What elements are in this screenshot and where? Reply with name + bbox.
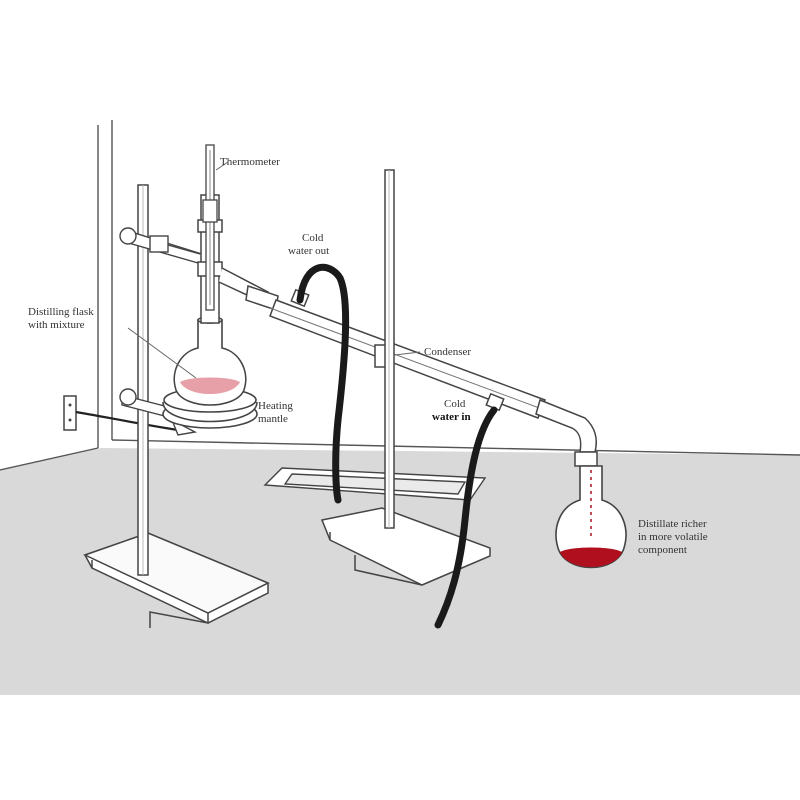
label-thermometer: Thermometer bbox=[220, 156, 280, 168]
receiver-adapter bbox=[535, 398, 598, 467]
thermometer bbox=[202, 144, 218, 311]
floor-trough bbox=[263, 467, 487, 501]
tubing-water-out bbox=[296, 263, 350, 504]
label-condenser: Condenser bbox=[424, 346, 472, 358]
distilling-flask bbox=[173, 316, 247, 406]
label-heating-mantle: Heating mantle bbox=[258, 400, 293, 425]
power-cord bbox=[75, 410, 179, 432]
condenser bbox=[269, 288, 546, 419]
upper-clamp bbox=[119, 227, 206, 266]
label-cold-water-in: Cold water in bbox=[432, 398, 471, 423]
wall-lines bbox=[0, 120, 800, 471]
label-leaders bbox=[127, 161, 421, 379]
label-cold-water-out: Cold water out bbox=[288, 232, 330, 257]
label-distilling-flask: Distilling flask with mixture bbox=[28, 306, 94, 331]
right-ring-stand bbox=[320, 169, 491, 586]
tubing-water-in bbox=[434, 406, 498, 629]
receiving-flask bbox=[555, 465, 627, 569]
left-ring-stand bbox=[83, 184, 270, 628]
label-distillate: Distillate richer in more volatile compo… bbox=[638, 518, 708, 556]
wall-outlet bbox=[63, 395, 77, 431]
